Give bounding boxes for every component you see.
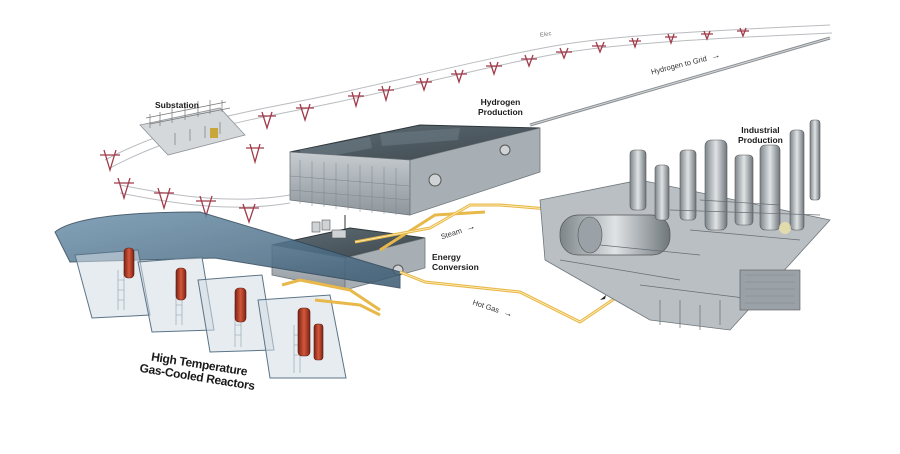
pipes-highlight [354, 204, 661, 323]
industrial-production-plant [539, 119, 831, 331]
reactor-enclosure [54, 211, 401, 379]
hydrogen-production-building [289, 124, 541, 216]
label-hydrogen-production-line1: Hydrogen [480, 97, 521, 107]
label-hydrogen-production: Hydrogen Production [478, 97, 523, 117]
reactor-cores [123, 247, 324, 361]
label-energy-conversion: Energy Conversion [432, 252, 479, 272]
label-hydrogen-production-line2: Production [478, 107, 523, 117]
power-line-lower [119, 184, 291, 208]
label-industrial-production: Industrial Production [738, 125, 783, 145]
pylons [100, 27, 749, 225]
steam-pipe-arrow [600, 295, 606, 300]
label-energy-conversion-line2: Conversion [432, 262, 479, 272]
label-industrial-production-line1: Industrial [741, 125, 780, 135]
label-energy-conversion-line1: Energy [432, 252, 461, 262]
substation [139, 100, 246, 156]
label-substation: Substation [155, 100, 199, 110]
label-industrial-production-line2: Production [738, 135, 783, 145]
